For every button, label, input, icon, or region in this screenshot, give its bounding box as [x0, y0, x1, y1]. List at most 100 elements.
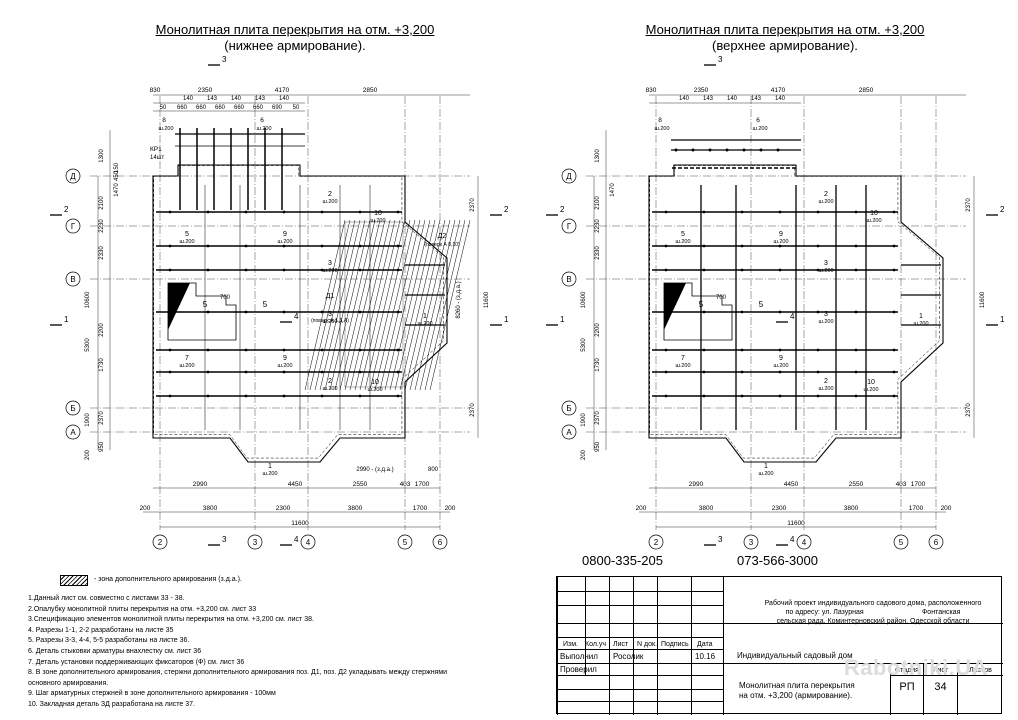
note-item: 10. Закладная деталь ЗД разработана на л… [28, 700, 195, 708]
axis-bubble [152, 534, 168, 550]
rebar-node [664, 394, 668, 398]
dim-label: 140 [279, 96, 290, 102]
bar-mark: 5 [263, 300, 268, 309]
rebar-node [854, 210, 858, 214]
rebar-node [358, 394, 362, 398]
bar-mark: КР1 [150, 146, 162, 153]
dim-label: ш.200 [277, 363, 292, 369]
rebar-node [816, 268, 820, 272]
rebar-node [244, 210, 248, 214]
dim-label: ш.200 [417, 321, 432, 327]
bar-mark: 1 [919, 313, 923, 320]
dim-label: 140 [183, 96, 194, 102]
bar-mark: 7 [185, 355, 189, 362]
note-item: 4. Разрезы 1-1, 2-2 разработаны на листе… [28, 626, 174, 634]
dim-label: 140 [775, 96, 786, 102]
dim-label: 2100 [595, 196, 601, 210]
section-mark-number: 4 [790, 535, 795, 544]
rebar-node [742, 148, 746, 152]
dim-label: 11600 [291, 520, 309, 527]
section-mark-number: 3 [718, 535, 723, 544]
rebar-node [282, 244, 286, 248]
rebar-node [206, 394, 210, 398]
rebar-node [168, 348, 172, 352]
rebar-node [816, 394, 820, 398]
rebar-node [320, 310, 324, 314]
axis-label: Г [567, 222, 572, 231]
hatch-line [374, 219, 416, 391]
bar-mark: 1 [268, 463, 272, 470]
dim-label: 1700 [911, 481, 926, 488]
rebar-node [320, 394, 324, 398]
rebar-node [664, 370, 668, 374]
axis-label: А [70, 428, 76, 437]
bar-mark: 3 [328, 311, 332, 318]
rebar-node [664, 210, 668, 214]
rebar-node [816, 370, 820, 374]
rebar-node [702, 394, 706, 398]
dim-label: 10600 [85, 291, 91, 308]
rebar-node [168, 394, 172, 398]
sheet-label: Лист [932, 667, 949, 674]
object-name: Индивидуальный садовый дом [737, 651, 853, 660]
rebar-node [674, 148, 678, 152]
dim-label: 5300 [85, 338, 91, 352]
rebar-node [206, 348, 210, 352]
slab-outline [152, 164, 448, 463]
rebar-node [664, 268, 668, 272]
axis-label: 4 [802, 538, 807, 547]
axis-bubble [648, 534, 664, 550]
stair-opening [167, 282, 237, 341]
rebar-node [708, 148, 712, 152]
hatch-line [399, 219, 441, 391]
rebar-node [396, 310, 400, 314]
bar-mark: 5 [681, 231, 685, 238]
dim-label: 2330 [99, 246, 105, 260]
rebar-node [778, 348, 782, 352]
axis-label: А [566, 428, 572, 437]
axis-bubble [561, 400, 577, 416]
stair-opening [663, 282, 733, 341]
rebar-node [854, 394, 858, 398]
right-title-line2: (верхнее армирование). [712, 38, 858, 53]
axis-bubble [65, 168, 81, 184]
rebar-node [740, 370, 744, 374]
axis-bubble [561, 218, 577, 234]
rebar-node [892, 310, 896, 314]
rebar-node [854, 370, 858, 374]
dim-label: 2370 [470, 403, 476, 417]
dim-label: 150 [114, 162, 120, 173]
right-title-line1: Монолитная плита перекрытия на отм. +3,2… [645, 22, 925, 37]
section-mark-number: 1 [504, 315, 509, 324]
dim-label: 1470 [610, 183, 616, 197]
hatch-line [309, 219, 351, 391]
hatch-line [389, 219, 431, 391]
dim-label: 1300 [595, 149, 601, 163]
dim-label: ш.200 [322, 386, 337, 392]
note-item: 8. В зоне дополнительного армирования, с… [28, 669, 448, 677]
rebar-node [740, 348, 744, 352]
dim-label: ш.200 [818, 199, 833, 205]
bar-mark: 10 [867, 379, 875, 386]
rebar-node [816, 244, 820, 248]
phone-1: 0800-335-205 [582, 553, 663, 568]
rebar-node [168, 370, 172, 374]
rebar-node [396, 370, 400, 374]
bar-mark: 6 [260, 117, 264, 124]
dim-label: 2330 [595, 246, 601, 260]
rebar-node [854, 348, 858, 352]
rebar-node [206, 210, 210, 214]
dim-label: 200 [85, 449, 91, 460]
col-kol: Кол.уч [585, 641, 606, 648]
axis-bubble [65, 271, 81, 287]
rebar-node [320, 370, 324, 374]
rebar-node [282, 268, 286, 272]
sheets-label: Листов [969, 667, 992, 674]
dim-label: 2370 [595, 411, 601, 425]
phone-2: 073-566-3000 [737, 553, 818, 568]
rebar-node [816, 310, 820, 314]
axis-bubble [65, 424, 81, 440]
dim-label: ш.200 [256, 126, 271, 132]
rebar-node [168, 244, 172, 248]
dim-label: ш.200 [322, 319, 337, 325]
